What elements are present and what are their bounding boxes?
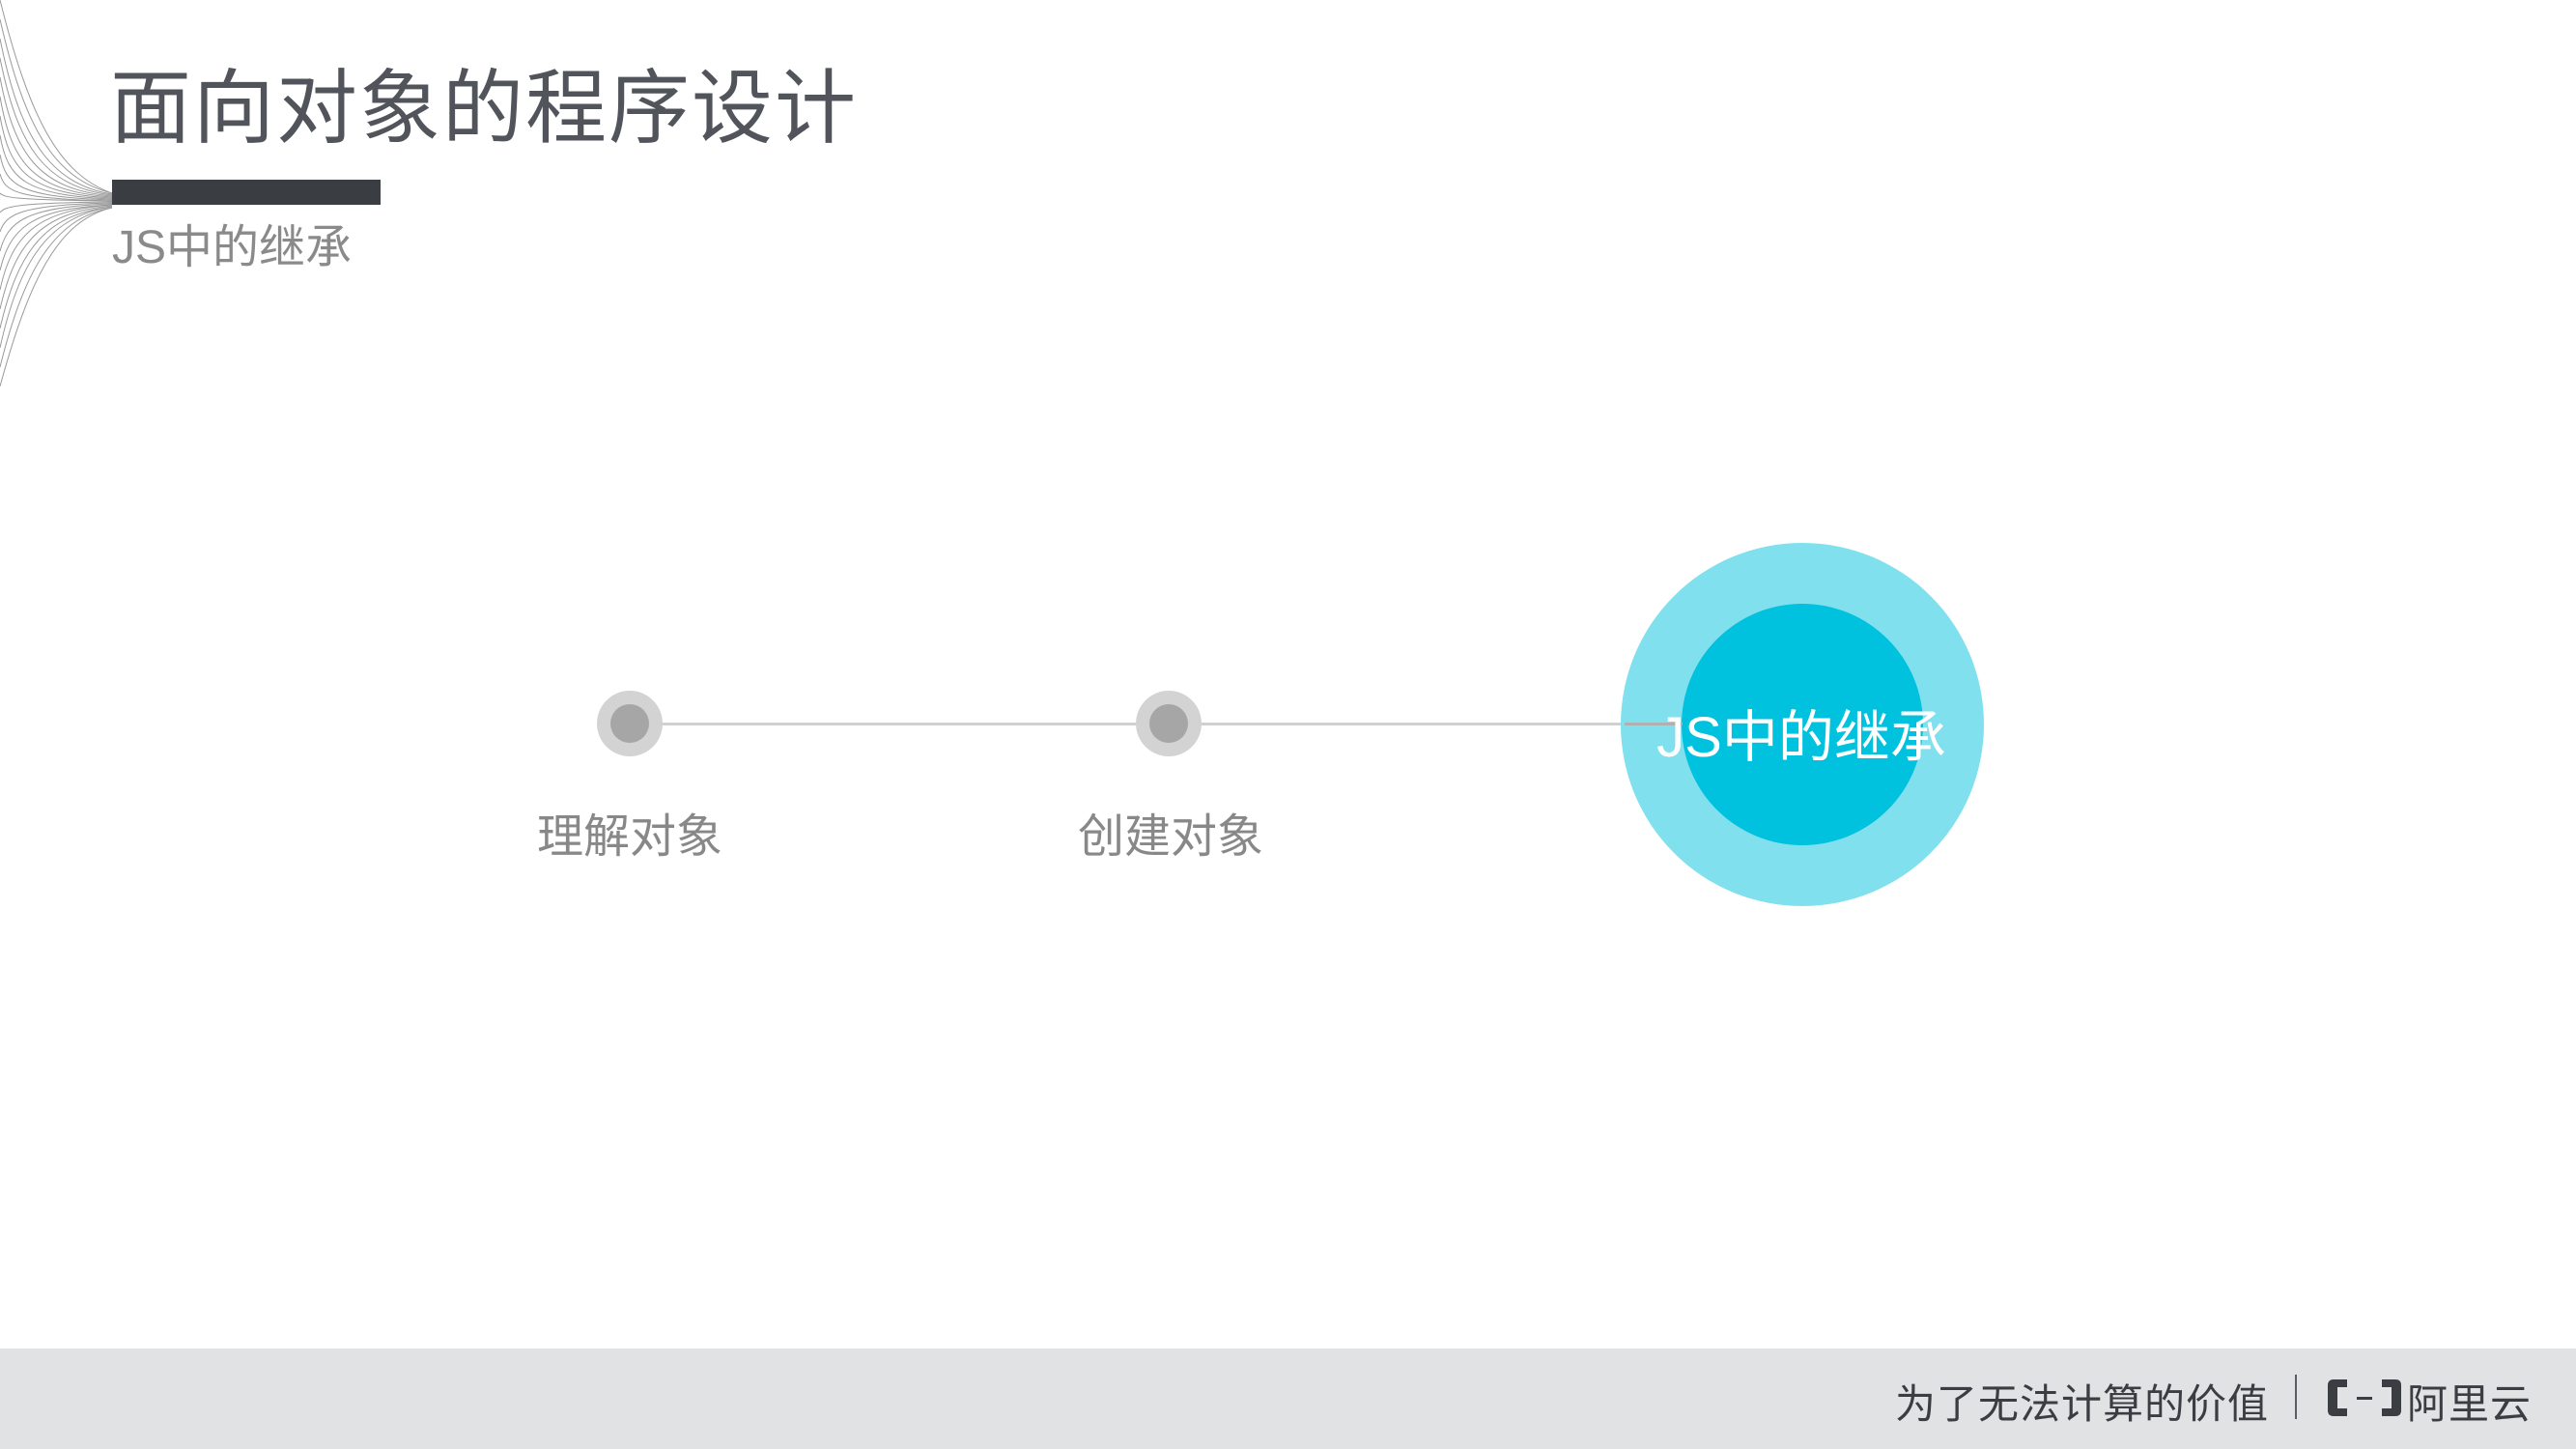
timeline-step-label: 创建对象 bbox=[1077, 811, 1263, 863]
footer-brand: 阿里云 bbox=[2407, 1381, 2533, 1427]
footer-band bbox=[0, 1349, 2576, 1449]
timeline-dot-core bbox=[1149, 704, 1188, 743]
current-step-label: JS中的继承 bbox=[1656, 706, 1946, 769]
footer-slogan: 为了无法计算的价值 bbox=[1894, 1381, 2269, 1427]
title-underline-bar bbox=[112, 180, 381, 205]
slide-subtitle: JS中的继承 bbox=[112, 222, 353, 273]
decorative-wave-lines-icon bbox=[0, 0, 113, 387]
timeline-dot-1[interactable] bbox=[597, 691, 663, 756]
footer-separator bbox=[2295, 1375, 2297, 1419]
aliyun-logo-icon bbox=[2328, 1379, 2401, 1416]
timeline-step-label: 理解对象 bbox=[536, 811, 722, 863]
slide-title: 面向对象的程序设计 bbox=[110, 63, 859, 154]
timeline-dot-2[interactable] bbox=[1136, 691, 1202, 756]
timeline-dot-core bbox=[610, 704, 649, 743]
timeline-track-end bbox=[1625, 723, 1683, 725]
current-step-inner-circle bbox=[1682, 604, 1923, 845]
